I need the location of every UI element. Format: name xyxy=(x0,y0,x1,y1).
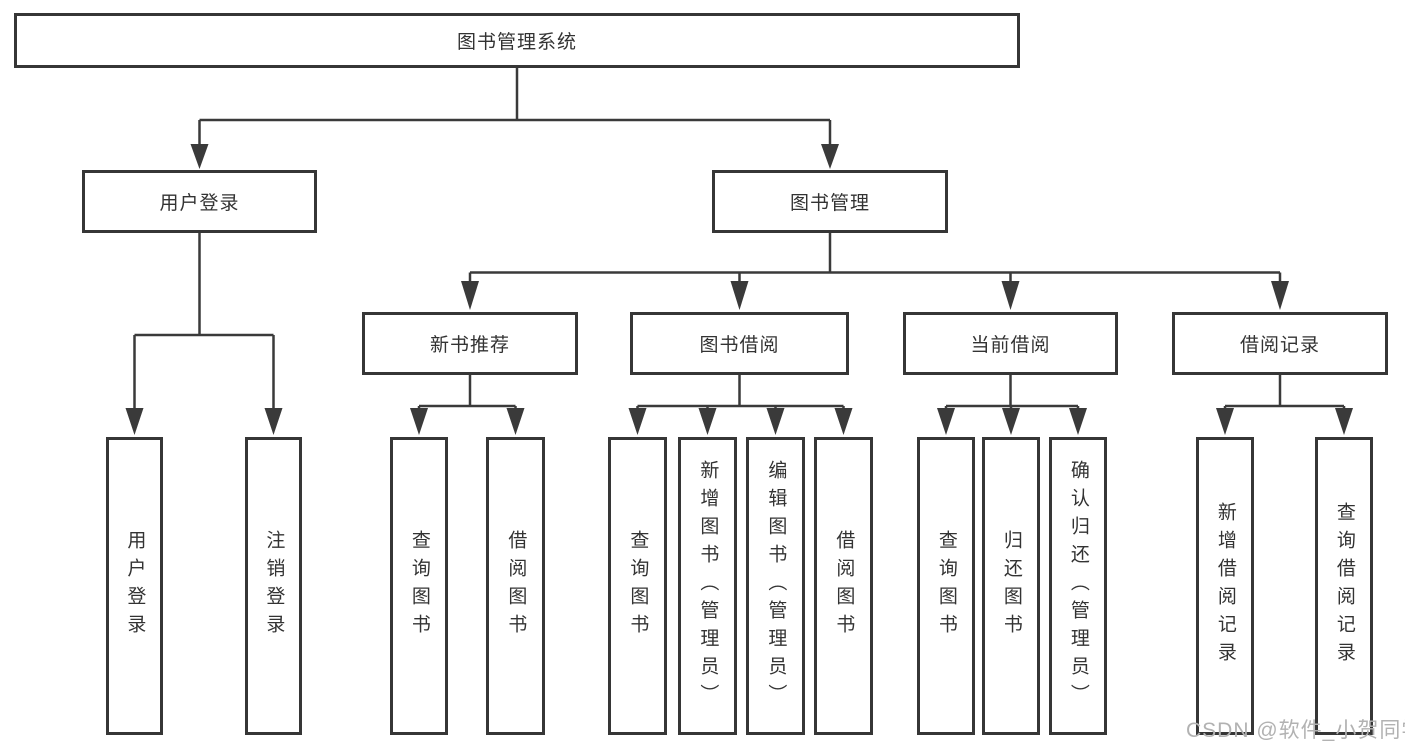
node-new-book-recommend: 新书推荐 xyxy=(362,312,578,375)
leaf-return-books: 归还图书 xyxy=(982,437,1040,735)
leaf-add-books-admin: 新增图书（管理员） xyxy=(678,437,737,735)
leaf-label: 借阅图书 xyxy=(833,530,855,642)
leaf-label: 用户登录 xyxy=(124,530,146,642)
leaf-borrow-books-1: 借阅图书 xyxy=(486,437,545,735)
node-label: 用户登录 xyxy=(159,193,240,214)
leaf-user-login: 用户登录 xyxy=(106,437,163,735)
leaf-label: 归还图书 xyxy=(1000,530,1022,642)
leaf-label: 查询图书 xyxy=(935,530,957,642)
leaf-label: 新增借阅记录 xyxy=(1214,502,1236,670)
node-book-borrowing: 图书借阅 xyxy=(630,312,849,375)
leaf-borrow-books-2: 借阅图书 xyxy=(814,437,873,735)
node-label: 图书管理 xyxy=(789,193,870,214)
node-library-management-system: 图书管理系统 xyxy=(14,13,1020,68)
node-label: 当前借阅 xyxy=(970,335,1051,356)
leaf-label: 注销登录 xyxy=(263,530,285,642)
node-label: 新书推荐 xyxy=(429,335,510,356)
leaf-label: 借阅图书 xyxy=(505,530,527,642)
leaf-query-books-3: 查询图书 xyxy=(917,437,975,735)
leaf-add-borrow-record: 新增借阅记录 xyxy=(1196,437,1254,735)
leaf-label: 新增图书（管理员） xyxy=(697,460,719,712)
leaf-label: 确认归还（管理员） xyxy=(1067,460,1089,712)
leaf-label: 查询图书 xyxy=(627,530,649,642)
leaf-confirm-return-admin: 确认归还（管理员） xyxy=(1049,437,1107,735)
leaf-query-books-2: 查询图书 xyxy=(608,437,667,735)
leaf-logout: 注销登录 xyxy=(245,437,302,735)
csdn-watermark: CSDN @软件_小贺同学 xyxy=(1186,719,1405,742)
node-current-borrowing: 当前借阅 xyxy=(903,312,1118,375)
leaf-query-books-1: 查询图书 xyxy=(390,437,448,735)
leaf-label: 查询图书 xyxy=(408,530,430,642)
node-label: 借阅记录 xyxy=(1239,335,1320,356)
leaf-label: 编辑图书（管理员） xyxy=(765,460,787,712)
node-label: 图书借阅 xyxy=(699,335,780,356)
leaf-edit-books-admin: 编辑图书（管理员） xyxy=(746,437,805,735)
leaf-query-borrow-record: 查询借阅记录 xyxy=(1315,437,1373,735)
node-book-management: 图书管理 xyxy=(712,170,948,233)
node-borrow-records: 借阅记录 xyxy=(1172,312,1388,375)
leaf-label: 查询借阅记录 xyxy=(1333,502,1355,670)
node-user-login: 用户登录 xyxy=(82,170,317,233)
node-label: 图书管理系统 xyxy=(456,32,577,53)
